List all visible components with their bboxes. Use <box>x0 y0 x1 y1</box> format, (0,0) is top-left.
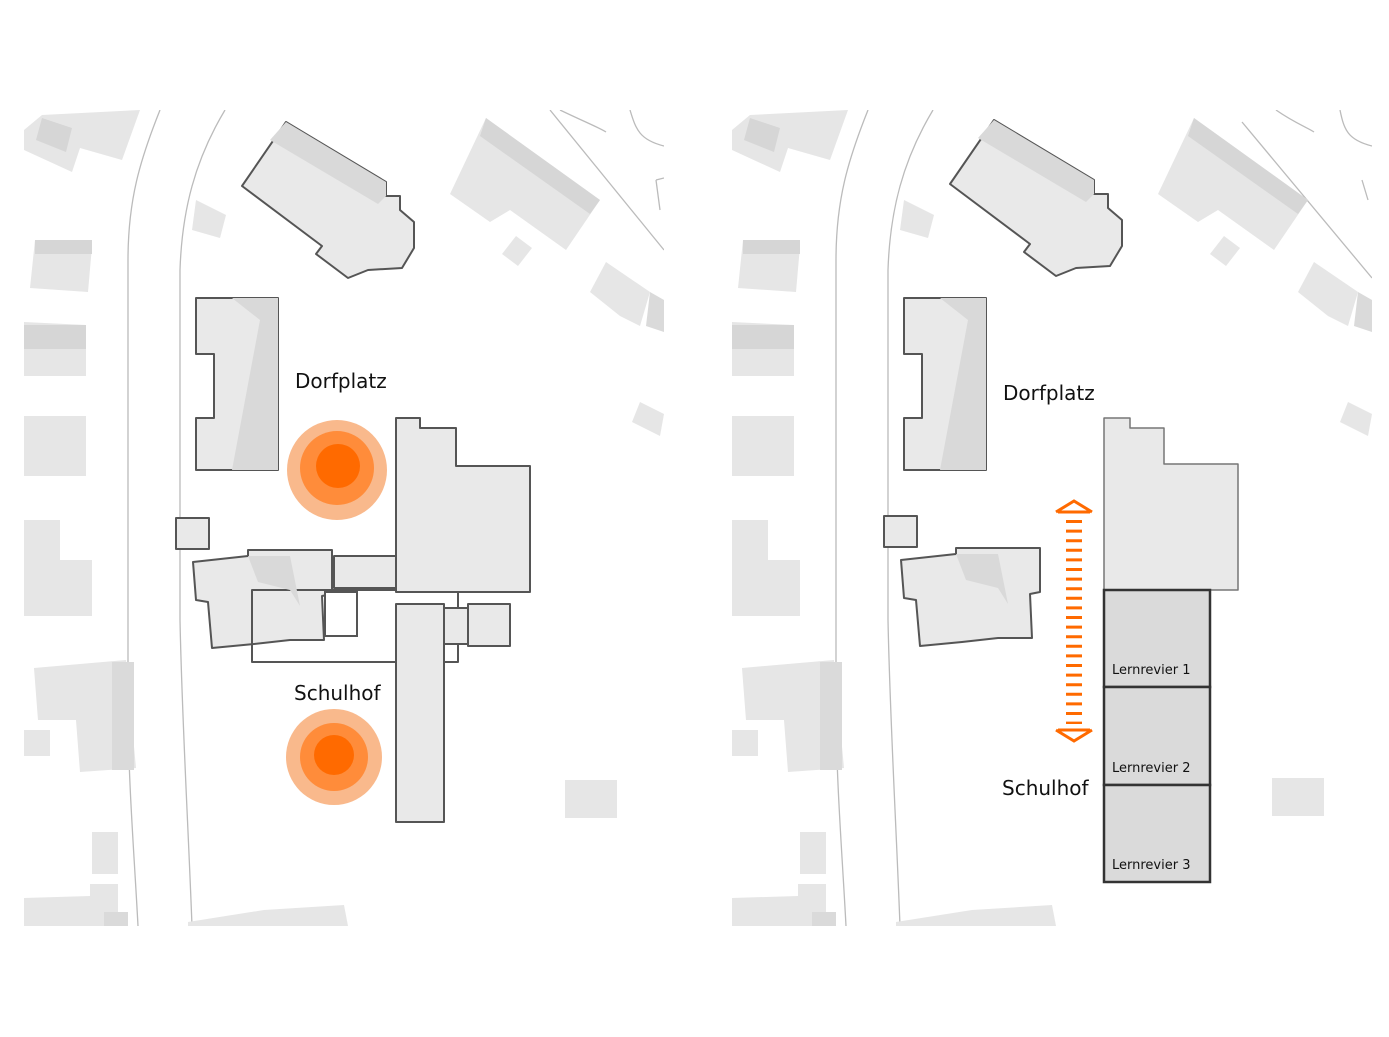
lernrevier-1-label: Lernrevier 1 <box>1112 663 1190 678</box>
lernrevier-3-label: Lernrevier 3 <box>1112 858 1190 873</box>
label-schulhof-right: Schulhof <box>1002 776 1090 800</box>
lernreviere: Lernrevier 1 Lernrevier 2 Lernrevier 3 <box>1102 588 1212 884</box>
label-schulhof-left: Schulhof <box>294 681 382 705</box>
courtyard <box>324 591 358 637</box>
roof-shading <box>940 120 1094 604</box>
dorfplatz-highlight <box>287 420 387 520</box>
label-dorfplatz-left: Dorfplatz <box>295 369 387 393</box>
context-buildings <box>24 110 664 926</box>
connection-arrow-icon <box>1055 499 1093 743</box>
roof-shading <box>232 122 386 606</box>
lernrevier-3-block <box>1102 783 1212 884</box>
label-dorfplatz-right: Dorfplatz <box>1003 381 1095 405</box>
right-map-panel: Lernrevier 1 Lernrevier 2 Lernrevier 3 D… <box>732 110 1372 926</box>
lernrevier-2-label: Lernrevier 2 <box>1112 761 1190 776</box>
context-buildings <box>732 110 1372 926</box>
left-map-panel: Dorfplatz Schulhof <box>24 110 664 926</box>
schulhof-highlight <box>286 709 382 805</box>
lernrevier-2-block <box>1102 685 1212 787</box>
